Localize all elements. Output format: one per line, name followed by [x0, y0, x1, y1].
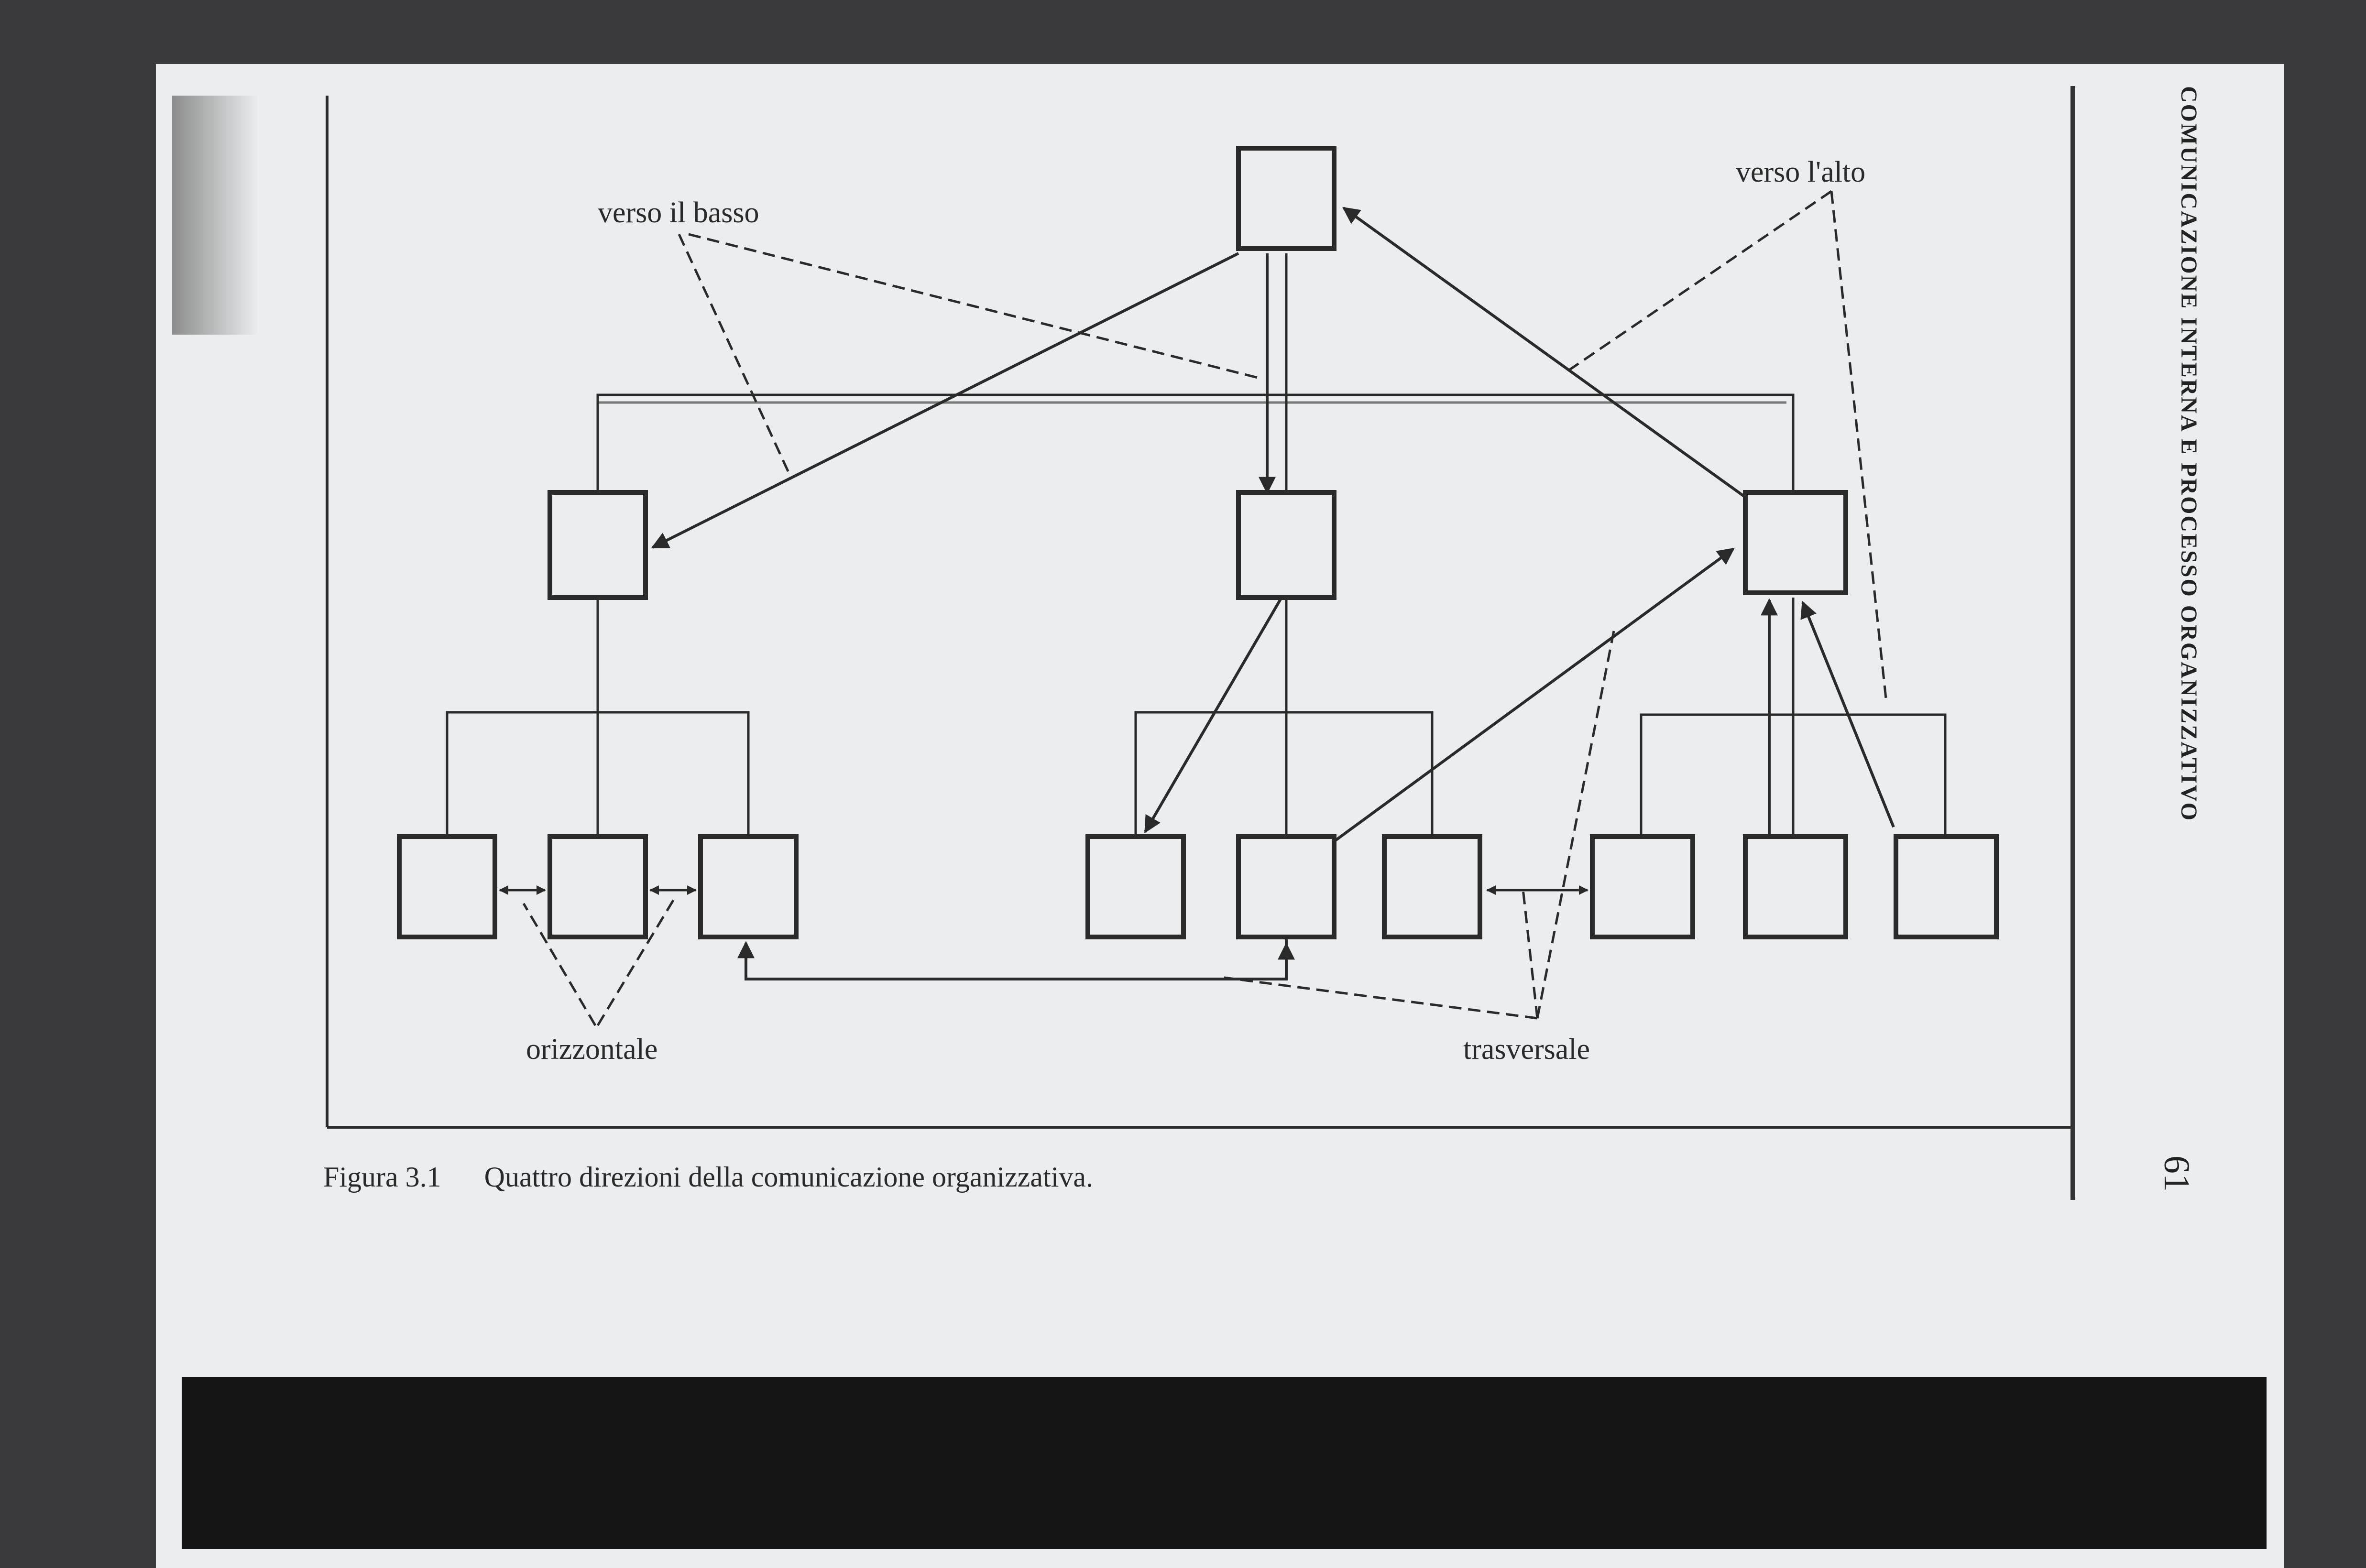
- page-number: 61: [2157, 1155, 2197, 1192]
- caption-number: Figura 3.1: [323, 1161, 441, 1193]
- paper-sheet: [156, 64, 2284, 1568]
- connector-middle-group: [1134, 711, 1434, 837]
- label-transverse: trasversale: [1463, 1033, 1590, 1066]
- box-mid-left: [548, 490, 648, 600]
- box-mid-right: [1743, 490, 1848, 595]
- running-head: COMUNICAZIONE INTERNA E PROCESSO ORGANIZ…: [2176, 86, 2202, 822]
- pointer-down-2: [688, 233, 1258, 379]
- pointer-up-1: [1567, 190, 1832, 372]
- box-mid-center: [1236, 490, 1336, 600]
- arrow-transverse-bottom5-to-right: [1333, 547, 1735, 843]
- box-bottom-7: [1590, 834, 1695, 939]
- arrow-down-center-to-bottom4: [1144, 597, 1283, 834]
- running-head-rule: [2070, 86, 2075, 1200]
- label-up: verso l'alto: [1736, 156, 1865, 188]
- label-horizontal: orizzontale: [526, 1033, 657, 1066]
- box-bottom-2: [548, 834, 648, 939]
- figure-caption: Figura 3.1 Quattro direzioni della comuni…: [323, 1161, 1093, 1194]
- box-bottom-1: [397, 834, 497, 939]
- box-bottom-5: [1236, 834, 1336, 939]
- pointer-up-2: [1830, 191, 1888, 703]
- pointer-horizontal-2: [596, 898, 676, 1026]
- caption-text: Quattro direzioni della comunicazione or…: [484, 1161, 1094, 1193]
- scan-dark-band: [182, 1377, 2267, 1549]
- pointer-horizontal-1: [522, 903, 597, 1026]
- box-top: [1236, 146, 1336, 251]
- scan-shadow: [172, 96, 258, 335]
- box-bottom-6: [1382, 834, 1482, 939]
- arrow-up-bottom9: [1800, 600, 1895, 828]
- pointer-transverse-1: [1224, 976, 1538, 1020]
- pointer-transverse-2: [1536, 631, 1615, 1019]
- box-bottom-3: [698, 834, 799, 939]
- pointer-down-1: [678, 233, 790, 474]
- arrow-transverse-bottom5-to-bottom3: [737, 937, 1288, 980]
- arrow-down-top-to-left: [651, 252, 1239, 549]
- connector-level1: [596, 393, 1795, 492]
- box-bottom-4: [1085, 834, 1186, 939]
- pointer-transverse-3: [1522, 889, 1539, 1019]
- label-down: verso il basso: [598, 196, 759, 229]
- box-bottom-9: [1894, 834, 1999, 939]
- arrow-up-right-to-top: [1342, 207, 1746, 499]
- box-bottom-8: [1743, 834, 1848, 939]
